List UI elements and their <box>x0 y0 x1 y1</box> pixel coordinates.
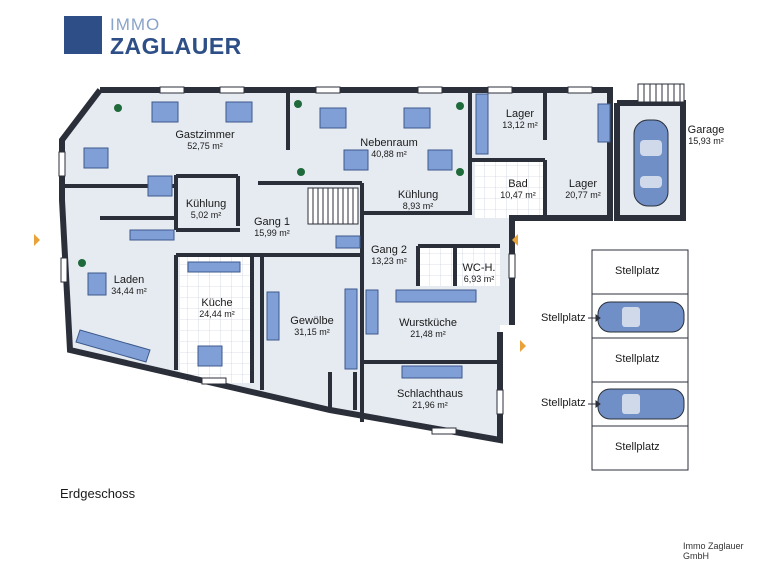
room-area: 13,12 m² <box>502 120 538 130</box>
room-name: Bad <box>508 178 528 190</box>
bad-tiles <box>475 160 545 218</box>
staircase <box>307 187 359 225</box>
room-area: 34,44 m² <box>111 286 147 296</box>
parking-space-1: Stellplatz <box>615 265 660 277</box>
room-kuehlung-2: Kühlung 8,93 m² <box>398 189 438 212</box>
room-name: Lager <box>505 108 535 120</box>
room-area: 15,93 m² <box>688 136 724 146</box>
room-area: 8,93 m² <box>402 201 434 211</box>
inner-walls <box>63 92 547 422</box>
room-name: Gang 1 <box>253 216 291 228</box>
room-area: 15,99 m² <box>254 228 290 238</box>
room-name: Küche <box>201 297 233 309</box>
room-name: Gewölbe <box>290 315 334 327</box>
room-name: Kühlung <box>185 198 227 210</box>
furniture <box>75 93 611 379</box>
room-name: Laden <box>113 274 145 286</box>
room-area: 52,75 m² <box>187 141 223 151</box>
room-name: Kühlung <box>397 189 439 201</box>
copyright: Immo Zaglauer GmbH <box>683 541 744 561</box>
room-kueche: Küche 24,44 m² <box>199 297 235 320</box>
windows <box>58 86 593 435</box>
room-kuehlung-1: Kühlung 5,02 m² <box>186 198 226 221</box>
room-schlachthaus: Schlachthaus 21,96 m² <box>397 388 463 411</box>
garage-stairs <box>637 83 685 103</box>
room-area: 10,47 m² <box>500 190 536 200</box>
room-area: 31,15 m² <box>294 327 330 337</box>
parking-space-4-label: Stellplatz <box>541 397 586 409</box>
room-laden: Laden 34,44 m² <box>111 274 147 297</box>
room-area: 21,48 m² <box>410 329 446 339</box>
room-gang-1: Gang 1 15,99 m² <box>254 216 290 239</box>
room-area: 5,02 m² <box>190 210 222 220</box>
room-name: Lager <box>568 178 598 190</box>
room-lager-2: Lager 20,77 m² <box>565 178 601 201</box>
room-area: 24,44 m² <box>199 309 235 319</box>
room-name: Nebenraum <box>360 137 418 149</box>
room-nebenraum: Nebenraum 40,88 m² <box>360 137 417 160</box>
room-name: Garage <box>687 124 725 136</box>
parking-arrows <box>588 314 601 408</box>
room-area: 20,77 m² <box>565 190 601 200</box>
garage-car <box>633 119 669 207</box>
room-name: Gastzimmer <box>175 129 235 141</box>
logo-mark-icon <box>64 16 102 54</box>
room-area: 13,23 m² <box>371 256 407 266</box>
parking-space-2-label: Stellplatz <box>541 312 586 324</box>
entry-markers <box>34 234 526 352</box>
room-name: Schlachthaus <box>396 388 464 400</box>
room-area: 40,88 m² <box>371 149 407 159</box>
wc-tiles <box>418 246 500 286</box>
parking-space-5: Stellplatz <box>615 441 660 453</box>
brand-logo: IMMO ZAGLAUER <box>64 15 244 59</box>
room-area: 21,96 m² <box>412 400 448 410</box>
floor-label: Erdgeschoss <box>60 486 136 501</box>
room-gang-2: Gang 2 13,23 m² <box>371 244 407 267</box>
room-garage: Garage 15,93 m² <box>688 124 725 147</box>
room-name: Wurstküche <box>399 317 457 329</box>
parking-space-3: Stellplatz <box>615 353 660 365</box>
room-gastzimmer: Gastzimmer 52,75 m² <box>175 129 234 152</box>
brand-bottom-text: ZAGLAUER <box>110 33 242 59</box>
parking-area <box>591 249 689 471</box>
brand-top-text: IMMO <box>110 15 161 34</box>
room-wurstkueche: Wurstküche 21,48 m² <box>399 317 457 340</box>
room-gewoelbe: Gewölbe 31,15 m² <box>290 315 333 338</box>
room-lager-1: Lager 13,12 m² <box>502 108 538 131</box>
room-name: WC-H. <box>462 262 496 274</box>
room-bad: Bad 10,47 m² <box>500 178 536 201</box>
plants <box>78 100 464 267</box>
room-wc-h: WC-H. 6,93 m² <box>463 262 496 285</box>
building-floor <box>62 90 610 440</box>
room-area: 6,93 m² <box>463 274 495 284</box>
room-name: Gang 2 <box>370 244 408 256</box>
